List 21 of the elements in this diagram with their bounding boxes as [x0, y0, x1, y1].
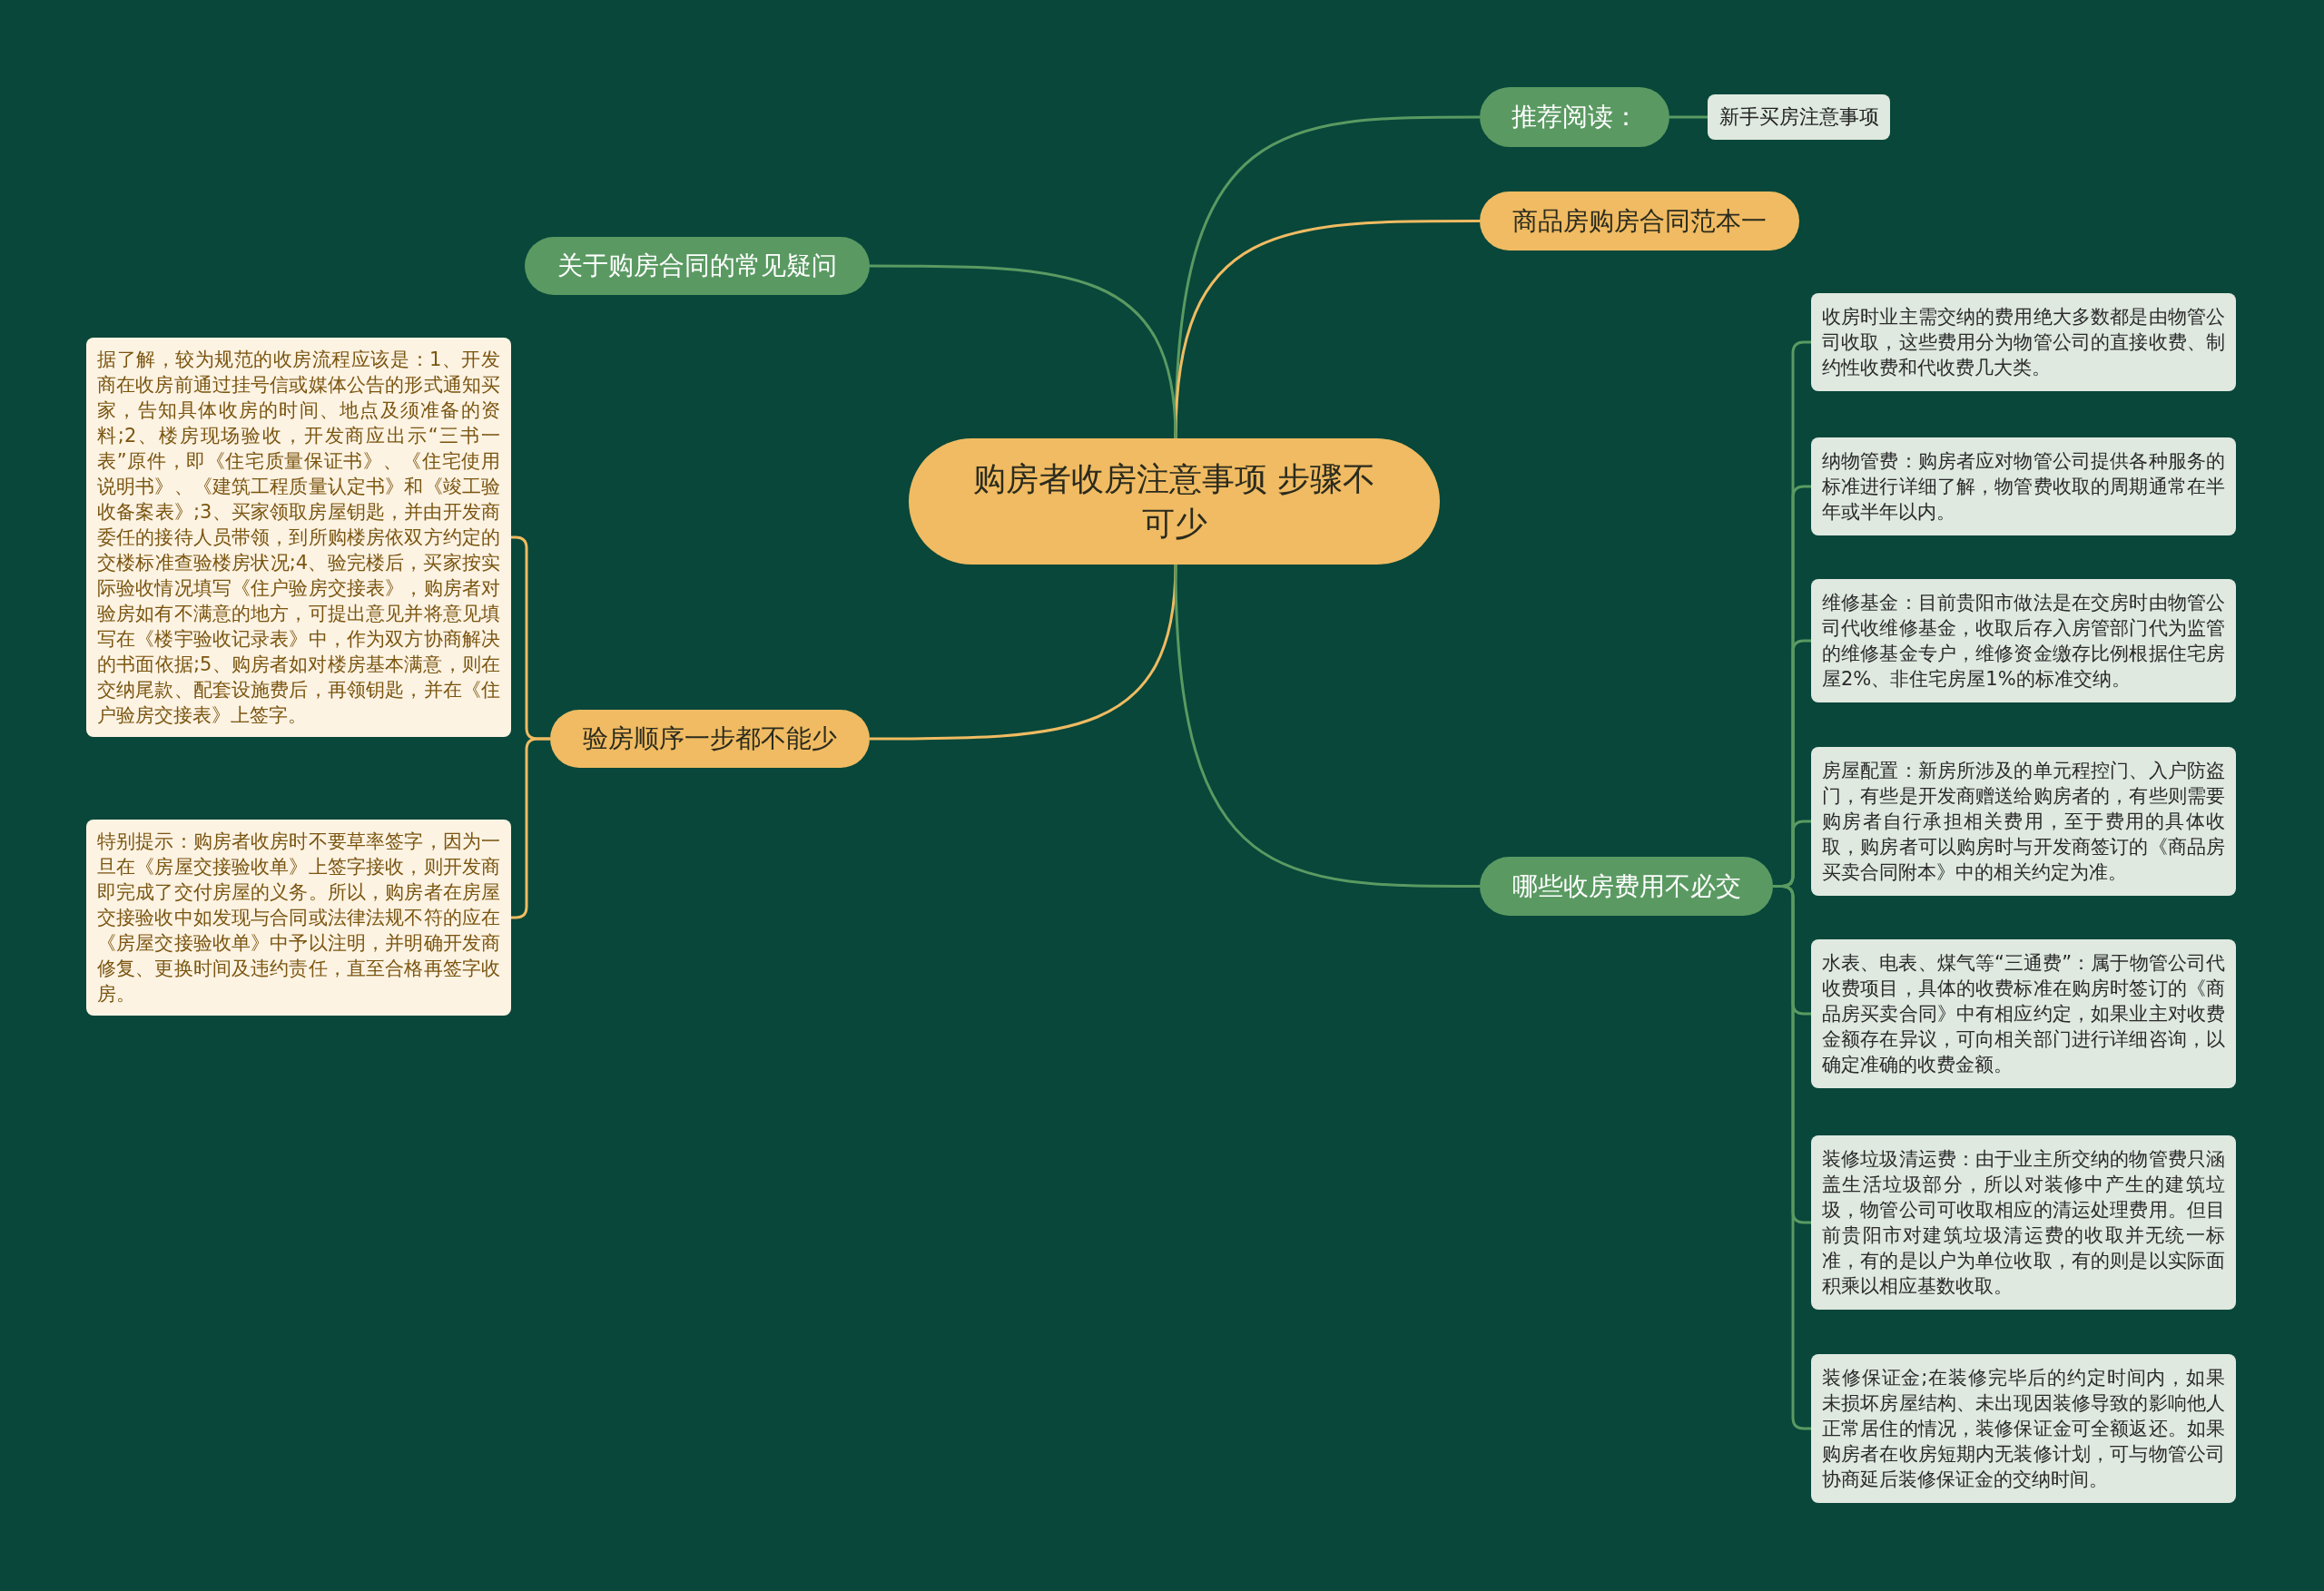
topic-node: 验房顺序一步都不能少	[550, 710, 870, 768]
connector-line	[870, 264, 1177, 439]
topic-node: 商品房购房合同范本一	[1480, 192, 1799, 250]
note-card: 据了解，较为规范的收房流程应该是：1、开发商在收房前通过挂号信或媒体公告的形式通知买家，告知具体收房的时间、地点及须准备的资料;2、楼房现场验收，开发商应出示“三书一表”原件，即《住宅质量保证书》、《住宅使用说明书》、《建筑工程质量认定书》和《竣工验收备案表》;3、买家领取房屋钥匙，并由开发商委任的接待人员带领，到所购楼房依双方约定的交楼标准查验楼房状况;4、验完楼后，买家按实际验收情况填写《住户验房交接表》，购房者对验房如有不满意的地方，可提出意见并将意见填写在《楼宇验收记录表》中，作为双方协商解决的书面依据;5、购房者如对楼房基本满意，则在交纳尾款、配套设施费后，再领钥匙，并在《住户验房交接表》上签字。	[86, 338, 511, 737]
note-card: 水表、电表、煤气等“三通费”：属于物管公司代收费项目，具体的收费标准在购房时签订的《商品房买卖合同》中有相应约定，如果业主对收费金额存在异议，可向相关部门进行详细咨询，以确定准确的收费金额。	[1811, 939, 2236, 1088]
connector-line	[870, 564, 1177, 741]
note-card: 纳物管费：购房者应对物管公司提供各种服务的标准进行详细了解，物管费收取的周期通常在半年或半年以内。	[1811, 437, 2236, 535]
note-card: 特别提示：购房者收房时不要草率签字，因为一旦在《房屋交接验收单》上签字接收，则开发商即完成了交付房屋的义务。所以，购房者在房屋交接验收中如发现与合同或法律法规不符的应在《房屋交接验收单》中予以注明，并明确开发商修复、更换时间及违约责任，直至合格再签字收房。	[86, 820, 511, 1016]
note-card: 维修基金：目前贵阳市做法是在交房时由物管公司代收维修基金，收取后存入房管部门代为监管的维修基金专户，维修资金缴存比例根据住宅房屋2%、非住宅房屋1%的标准交纳。	[1811, 579, 2236, 702]
topic-node: 推荐阅读：	[1480, 87, 1669, 147]
topic-node: 关于购房合同的常见疑问	[525, 237, 870, 295]
connector-line	[1669, 115, 1708, 119]
topic-node: 哪些收房费用不必交	[1480, 857, 1773, 916]
note-card: 装修垃圾清运费：由于业主所交纳的物管费只涵盖生活垃圾部分，所以对装修中产生的建筑垃圾，物管公司可收取相应的清运处理费用。但目前贵阳市对建筑垃圾清运费的收取并无统一标准，有的是以户为单位收取，有的则是以实际面积乘以相应基数收取。	[1811, 1135, 2236, 1310]
connector-line	[1174, 564, 1480, 888]
note-card: 收房时业主需交纳的费用绝大多数都是由物管公司收取，这些费用分为物管公司的直接收费、制约性收费和代收费几大类。	[1811, 293, 2236, 391]
connector-line	[1174, 220, 1480, 439]
note-card: 房屋配置：新房所涉及的单元程控门、入户防盗门，有些是开发商赠送给购房者的，有些则需要购房者自行承担相关费用，至于费用的具体收取，购房者可以购房时与开发商签订的《商品房买卖合同附本》中的相关约定为准。	[1811, 747, 2236, 896]
central-topic: 购房者收房注意事项 步骤不可少	[909, 438, 1440, 565]
note-card: 装修保证金;在装修完毕后的约定时间内，如果未损坏房屋结构、未出现因装修导致的影响他人正常居住的情况，装修保证金可全额返还。如果购房者在收房短期内无装修计划，可与物管公司协商延后装修保证金的交纳时间。	[1811, 1354, 2236, 1503]
link-tag: 新手买房注意事项	[1708, 94, 1890, 140]
